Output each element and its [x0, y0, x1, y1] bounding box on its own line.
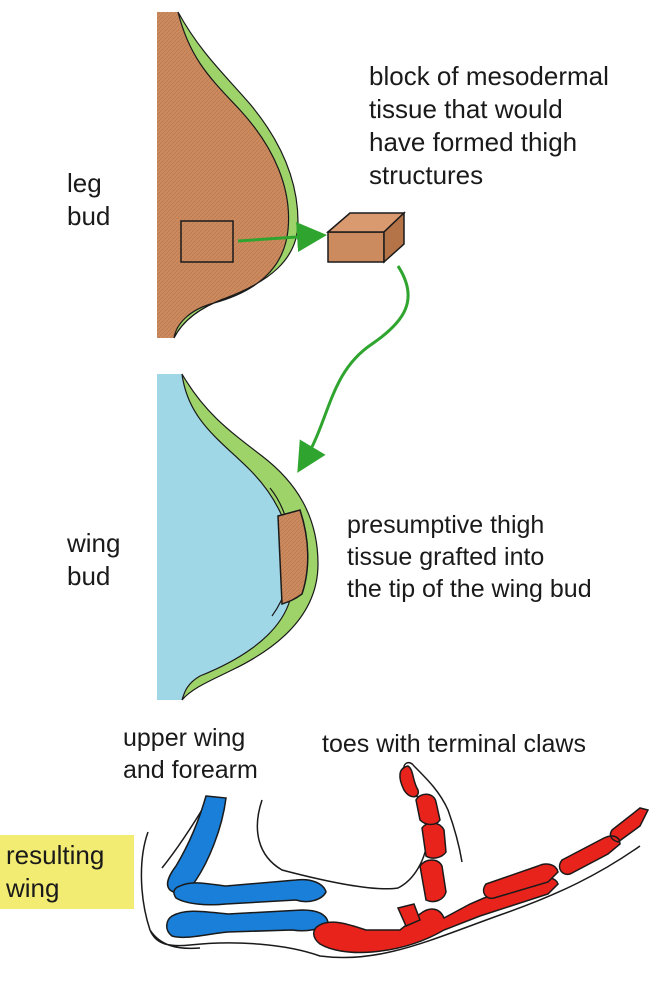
ulna-bone	[166, 909, 329, 939]
grafted-label-line-1: presumptive thigh	[347, 511, 545, 539]
wing-bud-label-line-2: bud	[67, 561, 111, 591]
grafted-tissue-label: presumptive thigh tissue grafted into th…	[347, 509, 592, 605]
grafted-thigh-tissue	[277, 509, 309, 606]
toe-digit-segments	[482, 807, 650, 900]
toes-label-line-1: toes with terminal claws	[322, 730, 586, 758]
leg-bud-label-line-2: bud	[67, 201, 111, 231]
mesodermal-block-label: block of mesodermal tissue that would ha…	[369, 60, 609, 192]
block-label-line-3: have formed thigh	[369, 127, 578, 157]
leg-bud-label: leg bud	[67, 167, 110, 233]
leg-bud-label-line-1: leg	[67, 168, 102, 198]
upper-wing-and-forearm-bones	[166, 795, 329, 939]
toe-phalanx-2	[419, 859, 447, 903]
wing-bud-label-line-1: wing	[67, 528, 121, 558]
arrow-to-block	[237, 222, 327, 252]
wing-bud-ectoderm	[181, 373, 319, 701]
resulting-wing-label: resulting wing	[0, 835, 134, 909]
toe-phalanx-3	[421, 822, 447, 859]
resulting-label-line-2: wing	[6, 873, 60, 903]
upper-wing-label-line-2: and forearm	[123, 756, 258, 784]
mesodermal-block-icon	[325, 211, 406, 264]
wing-outline	[140, 761, 641, 959]
toe-bones-with-claws	[313, 765, 650, 954]
toe-phalanx-1	[396, 903, 421, 927]
resulting-wing	[140, 761, 650, 959]
resulting-label-line-1: resulting	[6, 840, 105, 870]
leg-bud-mesoderm	[157, 12, 289, 338]
wing-bud-label: wing bud	[67, 527, 120, 593]
leg-bud	[157, 11, 299, 339]
toes-label: toes with terminal claws	[322, 728, 586, 760]
upper-wing-label-line-1: upper wing	[123, 724, 246, 752]
leg-bud-graft-region	[180, 220, 234, 263]
grafted-label-line-3: the tip of the wing bud	[347, 575, 592, 603]
grafted-label-line-2: tissue grafted into	[347, 543, 545, 571]
arrow-to-wing-bud	[297, 265, 410, 473]
wing-bud-mesoderm	[157, 374, 295, 700]
humerus-bone	[166, 795, 227, 894]
block-label-line-4: structures	[369, 160, 484, 190]
block-label-line-2: tissue that would	[369, 94, 563, 124]
block-label-line-1: block of mesodermal	[369, 61, 609, 91]
toe-claw	[399, 765, 419, 798]
upper-wing-label: upper wing and forearm	[123, 722, 258, 786]
wing-bud	[157, 373, 319, 701]
leg-bud-ectoderm	[173, 11, 299, 339]
toe-phalanx-4	[415, 793, 441, 826]
radius-bone	[173, 878, 327, 906]
